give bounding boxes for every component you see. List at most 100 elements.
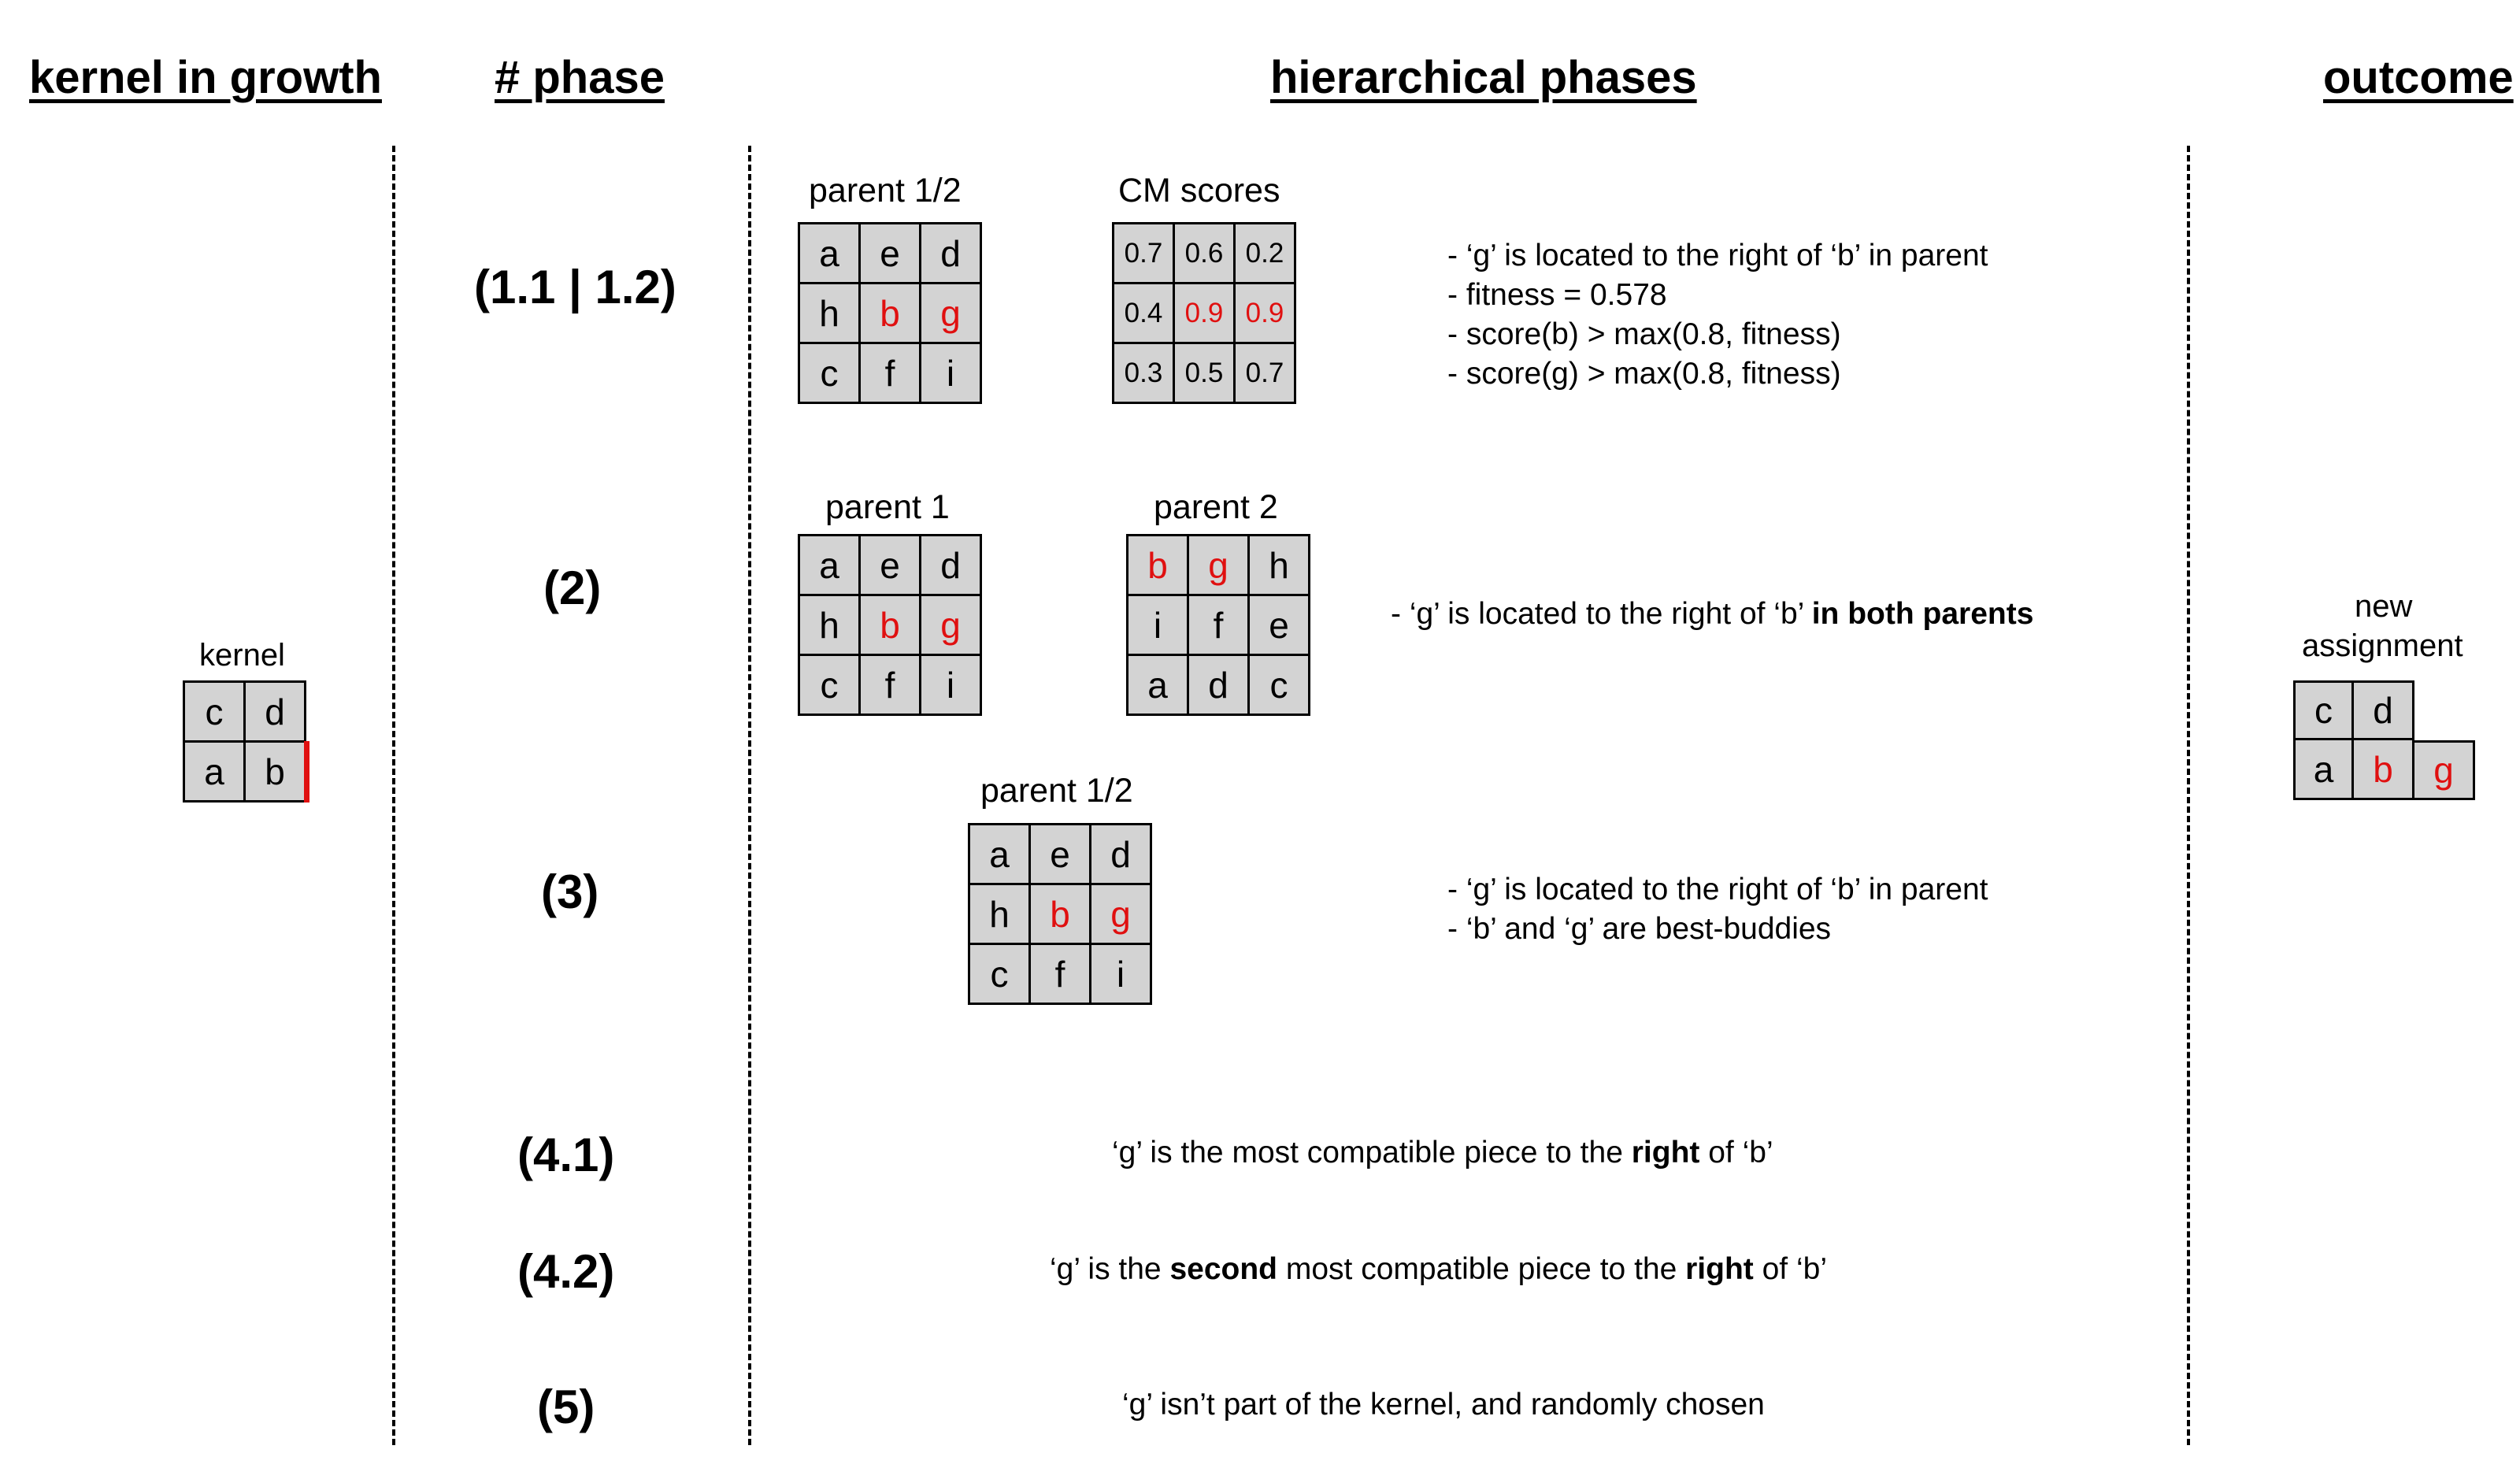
grid-cell: i	[921, 344, 982, 404]
outcome-grid: c d a b g	[2293, 680, 2475, 800]
row3-parent-caption: parent 1/2	[980, 772, 1133, 810]
row2-description: - ‘g’ is located to the right of ‘b’ in …	[1391, 595, 2033, 634]
row1-cm-grid: 0.7 0.6 0.2 0.4 0.9 0.9 0.3 0.5 0.7	[1112, 222, 1296, 404]
phase-label-3: (3)	[541, 866, 599, 918]
grid-cell: d	[1091, 825, 1152, 885]
header-kernel-in-growth: kernel in growth	[29, 52, 382, 103]
row3-description: - ‘g’ is located to the right of ‘b’ in …	[1447, 870, 1988, 949]
row3-desc-line: - ‘b’ and ‘g’ are best-buddies	[1447, 912, 1832, 946]
row2-parent2-grid: b g h i f e a d c	[1126, 534, 1310, 716]
grid-cell-highlight: b	[1031, 885, 1091, 945]
row1-desc-line: - score(g) > max(0.8, fitness)	[1447, 357, 1841, 391]
cm-score-cell-highlight: 0.9	[1175, 284, 1236, 344]
kernel-cell: a	[185, 743, 246, 803]
grid-cell: i	[921, 656, 982, 716]
grid-cell-highlight: g	[1091, 885, 1152, 945]
row4-2-bold: right	[1685, 1252, 1754, 1286]
phase-label-1: (1.1 | 1.2)	[474, 261, 676, 313]
grid-cell: d	[1189, 656, 1250, 716]
outcome-cell-new: g	[2414, 740, 2475, 800]
row2-parent1-grid: a e d h b g c f i	[798, 534, 982, 716]
grid-cell: a	[800, 224, 861, 284]
row1-desc-line: - ‘g’ is located to the right of ‘b’ in …	[1447, 239, 1988, 272]
grid-cell: h	[800, 284, 861, 344]
separator-line-3	[2187, 146, 2190, 1445]
row2-parent2-caption: parent 2	[1154, 488, 1278, 526]
row2-desc-text: - ‘g’ is located to the right of ‘b’	[1391, 597, 1812, 631]
grid-cell: a	[1128, 656, 1189, 716]
row4-1-text: ‘g’ is the most compatible piece to the	[1112, 1136, 1632, 1169]
cm-score-cell: 0.7	[1236, 344, 1296, 404]
outcome-cell: d	[2354, 680, 2414, 740]
kernel-cell: c	[185, 683, 246, 743]
cm-score-cell: 0.2	[1236, 224, 1296, 284]
grid-cell: a	[970, 825, 1031, 885]
grid-cell: c	[970, 945, 1031, 1005]
cm-score-cell: 0.7	[1114, 224, 1175, 284]
cm-score-cell: 0.5	[1175, 344, 1236, 404]
header-phase: # phase	[495, 52, 665, 103]
grid-cell: e	[1031, 825, 1091, 885]
header-hierarchical-phases: hierarchical phases	[1270, 52, 1697, 103]
row4-2-bold: second	[1169, 1252, 1278, 1286]
grid-cell: c	[800, 344, 861, 404]
separator-line-1	[392, 146, 395, 1445]
row4-2-text: most compatible piece to the	[1277, 1252, 1686, 1286]
grid-cell-highlight: b	[861, 596, 921, 656]
row1-cm-caption: CM scores	[1118, 172, 1280, 209]
row1-desc-line: - score(b) > max(0.8, fitness)	[1447, 317, 1841, 351]
grid-cell: e	[1250, 596, 1310, 656]
row2-desc-bold: in both parents	[1811, 597, 2034, 631]
header-outcome: outcome	[2323, 52, 2514, 103]
grid-cell: f	[1031, 945, 1091, 1005]
grid-cell: e	[861, 224, 921, 284]
grid-cell: f	[861, 656, 921, 716]
kernel-caption: kernel	[199, 638, 285, 673]
cm-score-cell: 0.4	[1114, 284, 1175, 344]
phase-label-4-2: (4.2)	[517, 1245, 615, 1298]
cm-score-cell: 0.3	[1114, 344, 1175, 404]
grid-cell: i	[1128, 596, 1189, 656]
row4-1-description: ‘g’ is the most compatible piece to the …	[1112, 1136, 1773, 1170]
row3-desc-line: - ‘g’ is located to the right of ‘b’ in …	[1447, 873, 1988, 906]
cm-score-cell-highlight: 0.9	[1236, 284, 1296, 344]
row5-description: ‘g’ isn’t part of the kernel, and random…	[1122, 1388, 1765, 1422]
row4-2-text: of ‘b’	[1753, 1252, 1827, 1286]
kernel-cell: b	[246, 743, 306, 803]
kernel-cell: d	[246, 683, 306, 743]
row1-parent-caption: parent 1/2	[809, 172, 962, 209]
grid-cell-highlight: b	[861, 284, 921, 344]
grid-cell: d	[921, 536, 982, 596]
grid-cell: e	[861, 536, 921, 596]
outcome-caption-line2: assignment	[2302, 628, 2463, 663]
row4-1-bold: right	[1631, 1136, 1700, 1169]
grid-cell-highlight: g	[921, 284, 982, 344]
cm-score-cell: 0.6	[1175, 224, 1236, 284]
grid-cell: f	[1189, 596, 1250, 656]
outcome-cell-highlight: b	[2354, 740, 2414, 800]
outcome-empty-cell	[2414, 680, 2475, 740]
row1-description: - ‘g’ is located to the right of ‘b’ in …	[1447, 236, 1988, 394]
grid-cell-highlight: b	[1128, 536, 1189, 596]
outcome-caption-line1: new	[2355, 589, 2413, 624]
outcome-cell: a	[2293, 740, 2354, 800]
row1-parent-grid: a e d h b g c f i	[798, 222, 982, 404]
grid-cell-highlight: g	[921, 596, 982, 656]
grid-cell: h	[970, 885, 1031, 945]
grid-cell: h	[1250, 536, 1310, 596]
grid-cell: f	[861, 344, 921, 404]
row1-desc-line: - fitness = 0.578	[1447, 278, 1667, 312]
row4-1-text: of ‘b’	[1699, 1136, 1773, 1169]
grid-cell: a	[800, 536, 861, 596]
phase-label-4-1: (4.1)	[517, 1129, 615, 1181]
grid-cell: c	[800, 656, 861, 716]
phase-label-2: (2)	[543, 562, 602, 614]
kernel-grid: c d a b	[183, 680, 306, 803]
grid-cell: c	[1250, 656, 1310, 716]
grid-cell: h	[800, 596, 861, 656]
separator-line-2	[748, 146, 751, 1445]
outcome-cell: c	[2293, 680, 2354, 740]
grid-cell: i	[1091, 945, 1152, 1005]
kernel-boundary-marker	[304, 741, 309, 803]
row2-parent1-caption: parent 1	[825, 488, 950, 526]
